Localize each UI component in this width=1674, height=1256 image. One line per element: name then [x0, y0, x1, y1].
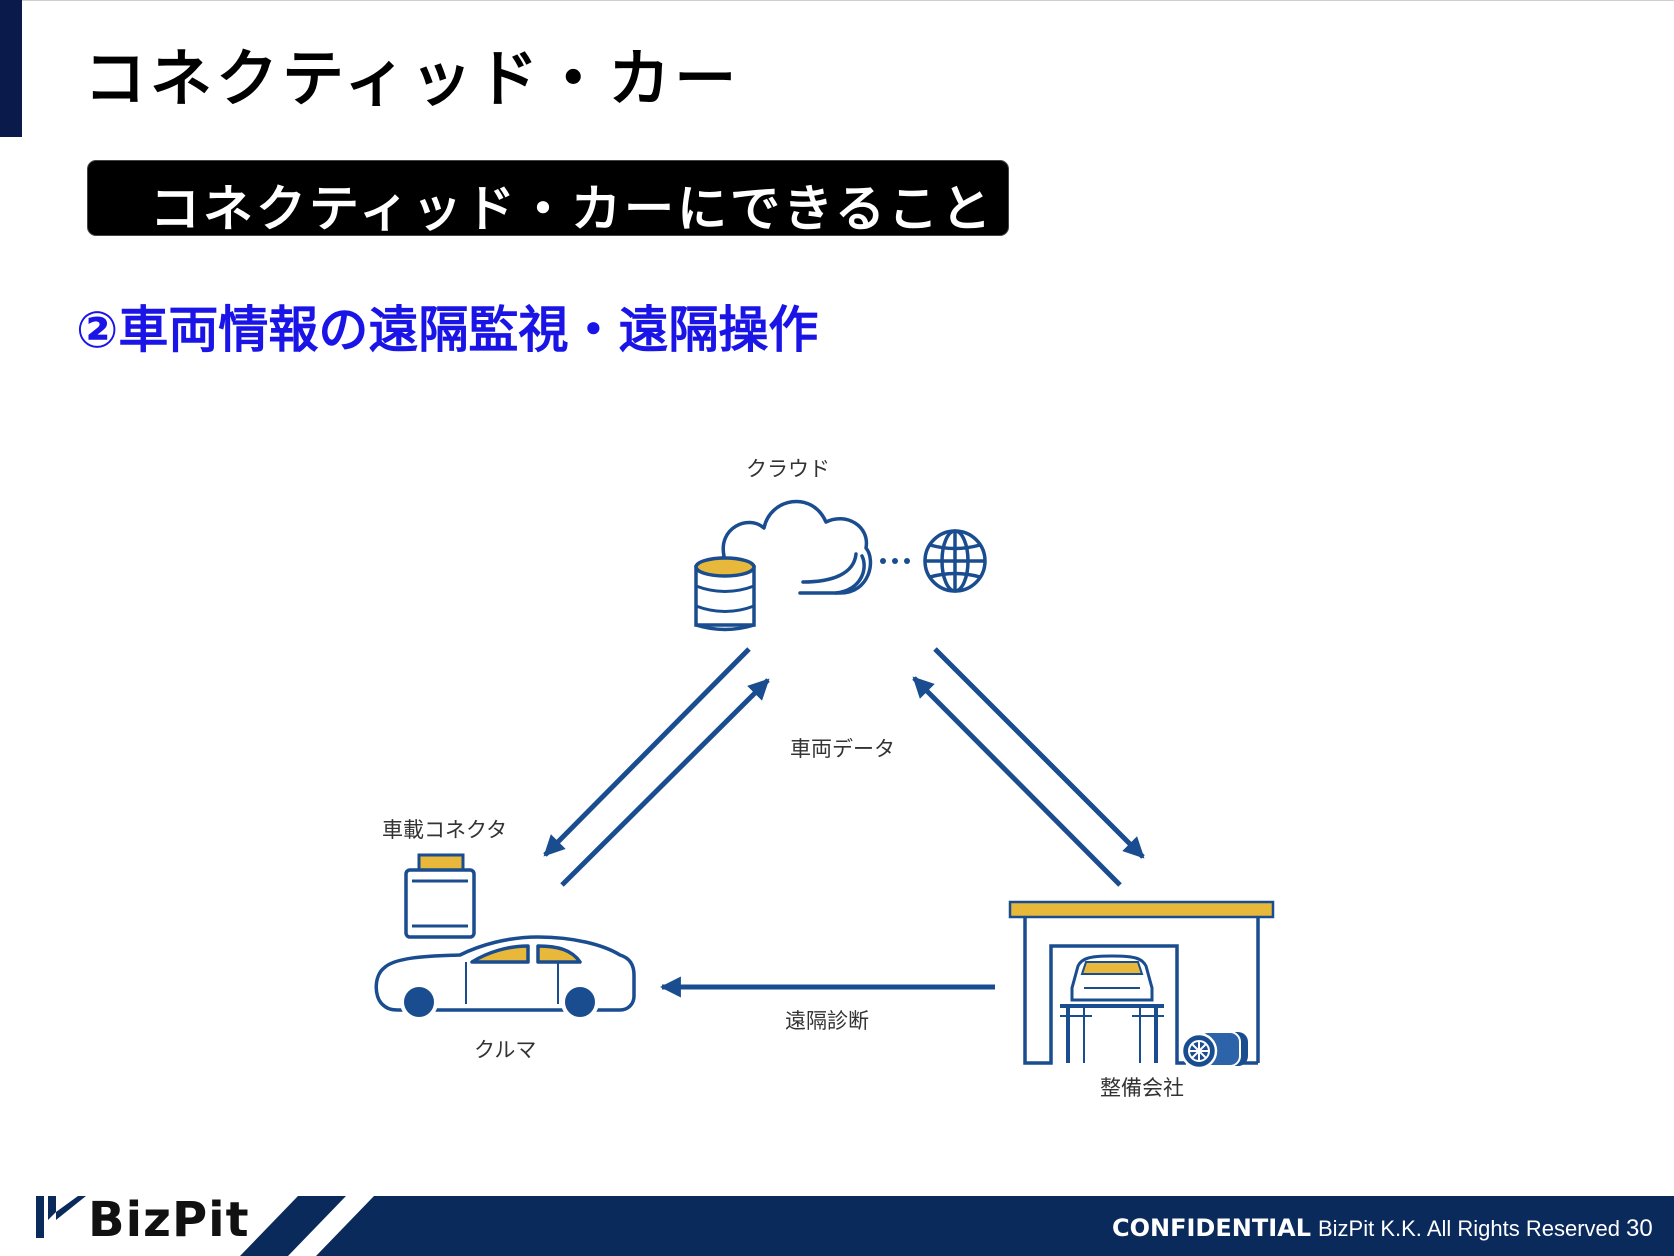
remote-diagnosis-label: 遠隔診断	[785, 1009, 869, 1033]
arrow-car-to-cloud	[560, 678, 770, 887]
top-rule	[22, 0, 1674, 1]
arrow-cloud-to-garage	[933, 647, 1145, 859]
data-label: 車両データ	[790, 737, 895, 761]
globe-icon	[923, 529, 987, 593]
connector-label: 車載コネクタ	[382, 818, 507, 842]
confidential-label: CONFIDENTIAL	[1112, 1214, 1311, 1242]
logo-text: BizPit	[88, 1192, 250, 1248]
cloud-label: クラウド	[746, 457, 830, 481]
copyright-text: BizPit K.K. All Rights Reserved	[1318, 1216, 1621, 1241]
connector-icon	[404, 853, 476, 939]
subheading: ②車両情報の遠隔監視・遠隔操作	[76, 301, 819, 359]
footer-band	[240, 1196, 1674, 1256]
title-accent-bar	[0, 0, 22, 137]
arrow-cloud-to-car	[543, 647, 751, 857]
arrow-garage-to-cloud	[912, 676, 1122, 887]
section-banner-label: コネクティッド・カーにできること	[150, 180, 994, 238]
car-label: クルマ	[474, 1038, 536, 1062]
tire-stack-icon	[1180, 1031, 1248, 1070]
page-number: 30	[1626, 1215, 1653, 1242]
section-banner: コネクティッド・カーにできること	[87, 160, 1009, 238]
connection-dots	[880, 558, 910, 564]
garage-label: 整備会社	[1100, 1076, 1184, 1100]
bizpit-logo-icon	[36, 1196, 86, 1238]
car-icon	[374, 935, 636, 1021]
garage-icon	[1008, 900, 1275, 1065]
database-icon	[694, 556, 756, 632]
page-title: コネクティッド・カー	[84, 42, 741, 115]
arrows	[543, 647, 1145, 998]
